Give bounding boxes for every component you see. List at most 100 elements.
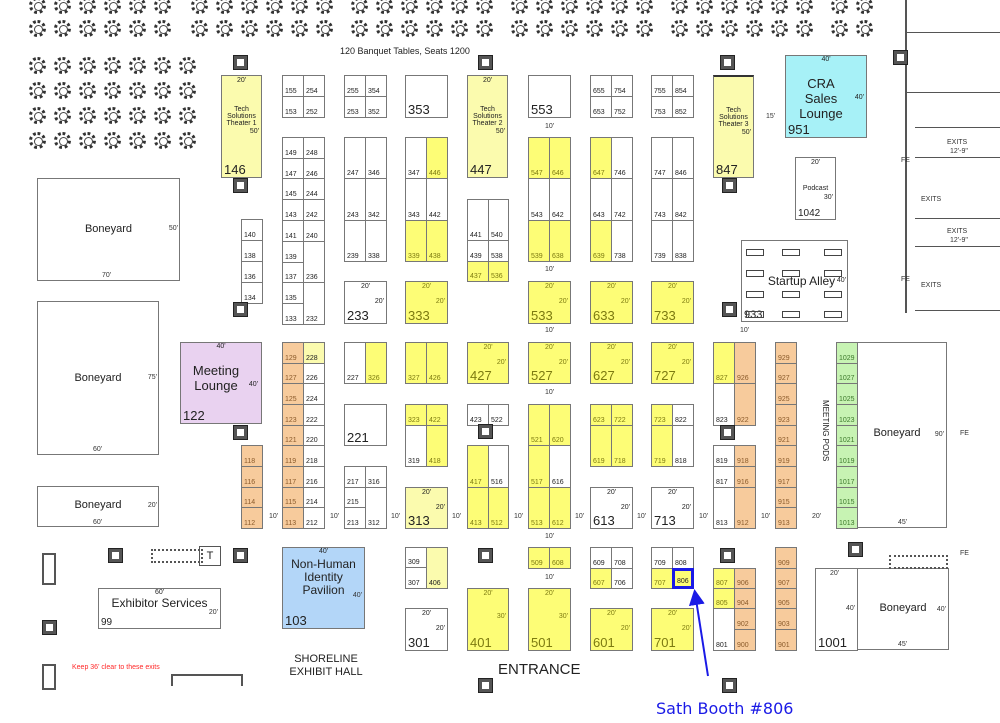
booth-338[interactable]: 338 <box>365 220 387 262</box>
booth-818[interactable]: 818 <box>672 425 694 467</box>
startup-table <box>824 270 842 277</box>
booth-153[interactable]: 153 <box>282 96 304 118</box>
booth-number: 754 <box>614 88 626 95</box>
non-human-identity-pavilion[interactable]: 40' Non-Human Identity Pavilion 40' 103 <box>282 547 365 629</box>
booth-752[interactable]: 752 <box>611 96 633 118</box>
banquet-table <box>696 0 713 14</box>
booth-1027[interactable]: 1027 <box>836 363 858 384</box>
booth-352[interactable]: 352 <box>365 96 387 118</box>
booth-852[interactable]: 852 <box>672 96 694 118</box>
booth-912[interactable]: 912 <box>734 487 756 529</box>
booth-422[interactable]: 422 <box>426 404 448 426</box>
booth-509[interactable]: 509 <box>528 547 550 569</box>
booth-326[interactable]: 326 <box>365 342 387 384</box>
booth-916[interactable]: 916 <box>734 466 756 488</box>
booth-number: 538 <box>491 253 503 260</box>
booth-1029[interactable]: 1029 <box>836 342 858 364</box>
booth-753[interactable]: 753 <box>651 96 673 118</box>
booth-926[interactable]: 926 <box>734 342 756 384</box>
exhibitor-services[interactable]: 60' Exhibitor Services 20' 99 <box>98 588 221 629</box>
booth-718[interactable]: 718 <box>611 425 633 467</box>
booth-922[interactable]: 922 <box>734 383 756 426</box>
booth-1001[interactable]: 1001 <box>815 568 858 651</box>
tech-solutions-theater-3[interactable]: Tech Solutions Theater 3 50' 847 <box>713 75 754 178</box>
booth-706[interactable]: 706 <box>611 568 633 589</box>
booth-406[interactable]: 406 <box>426 547 448 589</box>
booth-418[interactable]: 418 <box>426 425 448 467</box>
booth-806[interactable]: 806 <box>672 568 694 589</box>
booth-646[interactable]: 646 <box>549 137 571 179</box>
booth-number: 239 <box>347 253 359 260</box>
booth-number: 633 <box>593 308 615 323</box>
booth-413[interactable]: 413 <box>467 487 489 529</box>
booth-842[interactable]: 842 <box>672 178 694 221</box>
booth-353[interactable]: 353 <box>405 75 448 118</box>
booth-838[interactable]: 838 <box>672 220 694 262</box>
cra-sales-lounge[interactable]: 40' CRA Sales Lounge 40' 951 <box>785 55 867 138</box>
booth-number: 145 <box>285 191 297 198</box>
booth-516[interactable]: 516 <box>488 445 509 488</box>
startup-alley[interactable]: Startup Alley 40' 933 <box>741 240 848 322</box>
booth-438[interactable]: 438 <box>426 220 448 262</box>
booth-number: 121 <box>285 437 297 444</box>
booth-312[interactable]: 312 <box>365 487 387 529</box>
booth-width: 20' <box>606 344 617 351</box>
booth-553[interactable]: 553 <box>528 75 571 118</box>
booth-1015[interactable]: 1015 <box>836 487 858 508</box>
booth-252[interactable]: 252 <box>303 96 325 118</box>
booth-112[interactable]: 112 <box>241 507 263 529</box>
booth-642[interactable]: 642 <box>549 178 571 221</box>
booth-512[interactable]: 512 <box>488 487 509 529</box>
booth-342[interactable]: 342 <box>365 178 387 221</box>
booth-221[interactable]: 221 <box>344 404 387 446</box>
booth-1023[interactable]: 1023 <box>836 404 858 426</box>
booth-426[interactable]: 426 <box>426 342 448 384</box>
booth-808[interactable]: 808 <box>672 547 694 569</box>
booth-254[interactable]: 254 <box>303 75 325 97</box>
booth-number: 607 <box>593 580 605 587</box>
booth-901[interactable]: 901 <box>775 629 797 651</box>
booth-919[interactable]: 919 <box>775 445 797 467</box>
booth-738[interactable]: 738 <box>611 220 633 262</box>
booth-307[interactable]: 307 <box>405 567 427 589</box>
booth-522[interactable]: 522 <box>488 404 509 426</box>
booth-607[interactable]: 607 <box>590 568 612 589</box>
booth-1017[interactable]: 1017 <box>836 466 858 488</box>
booth-1013[interactable]: 1013 <box>836 507 858 529</box>
booth-913[interactable]: 913 <box>775 507 797 529</box>
podcast-booth[interactable]: 20' Podcast 30' 1042 <box>795 157 836 220</box>
booth-608[interactable]: 608 <box>549 547 571 569</box>
booth-134[interactable]: 134 <box>241 282 263 304</box>
booth-138[interactable]: 138 <box>241 240 263 262</box>
tech-solutions-theater-2[interactable]: 20' Tech Solutions Theater 2 50' 447 <box>467 75 508 178</box>
booth-226[interactable]: 226 <box>303 363 325 384</box>
booth-536[interactable]: 536 <box>488 261 509 282</box>
meeting-lounge[interactable]: 40' Meeting Lounge 40' 122 <box>180 342 262 424</box>
booth-253[interactable]: 253 <box>344 96 366 118</box>
tech-solutions-theater-1[interactable]: 20' Tech Solutions Theater 1 50' 146 <box>221 75 262 178</box>
booth-133[interactable]: 133 <box>282 303 304 325</box>
booth-346[interactable]: 346 <box>365 137 387 179</box>
booth-612[interactable]: 612 <box>549 487 571 529</box>
booth-638[interactable]: 638 <box>549 220 571 262</box>
booth-number: 846 <box>675 170 687 177</box>
booth-212[interactable]: 212 <box>303 507 325 529</box>
booth-900[interactable]: 900 <box>734 629 756 651</box>
